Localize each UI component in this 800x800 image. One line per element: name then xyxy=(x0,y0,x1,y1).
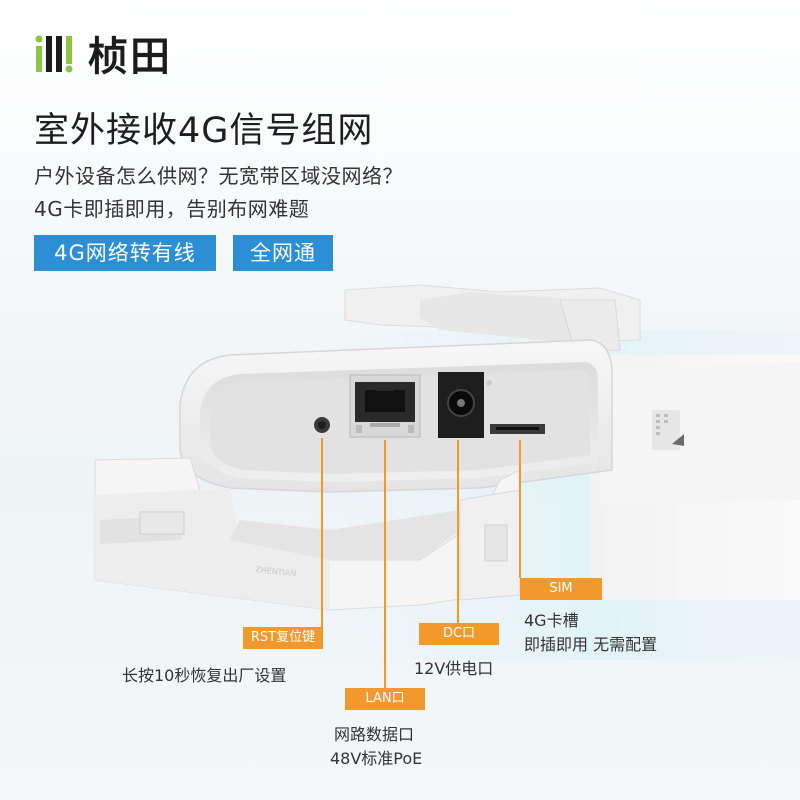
subtitle-line-1: 户外设备怎么供网？无宽带区域没网络？ xyxy=(34,164,403,188)
desc-lan-1: 网路数据口 xyxy=(334,725,415,744)
brand-name: 桢田 xyxy=(88,34,172,80)
tag-all-network: 全网通 xyxy=(233,235,333,271)
desc-rst: 长按10秒恢复出厂设置 xyxy=(122,666,287,685)
label-lan: LAN口 xyxy=(345,688,425,710)
subtitle-line-2: 4G卡即插即用，告别布网难题 xyxy=(34,197,310,221)
desc-sim-2: 即插即用 无需配置 xyxy=(524,635,658,654)
desc-sim-1: 4G卡槽 xyxy=(524,611,579,630)
label-dc: DC口 xyxy=(419,623,499,645)
desc-dc: 12V供电口 xyxy=(414,659,494,678)
brand-logo: 桢田 xyxy=(34,28,172,80)
tag-4g-to-wired: 4G网络转有线 xyxy=(34,235,216,271)
label-sim: SIM xyxy=(520,578,602,600)
logo-mark-icon xyxy=(35,35,73,73)
svg-text:ZHENTIAN: ZHENTIAN xyxy=(255,565,297,578)
desc-lan-2: 48V标准PoE xyxy=(330,749,423,768)
label-rst: RST复位键 xyxy=(243,627,323,649)
headline: 室外接收4G信号组网 xyxy=(34,111,374,151)
